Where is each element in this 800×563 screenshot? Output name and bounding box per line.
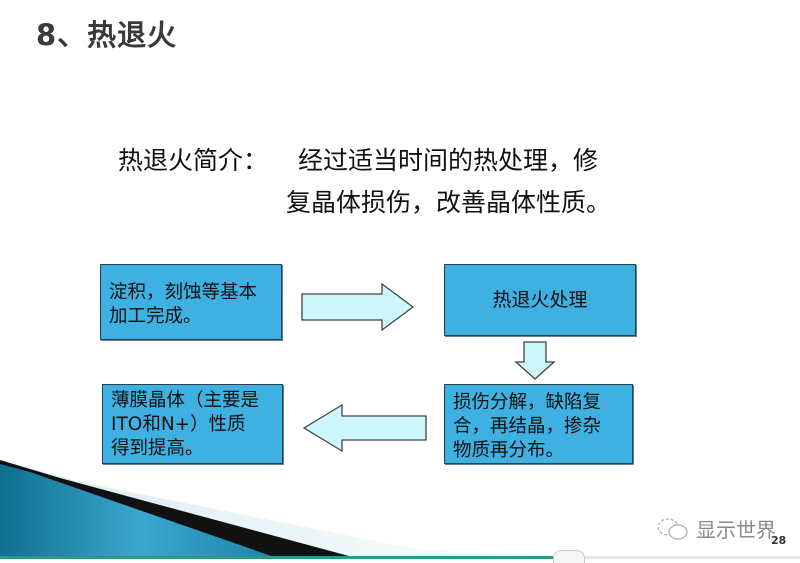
watermark-text: 显示世界 — [696, 518, 776, 542]
watermark: 显示世界 — [656, 514, 776, 543]
flow-box-annealing: 热退火处理 — [444, 264, 636, 336]
intro-label: 热退火简介： — [118, 146, 269, 175]
arrow-right-icon — [300, 282, 416, 332]
box-line: 薄膜晶体（主要是 — [111, 390, 260, 411]
intro-text: 热退火简介： 经过适当时间的热处理，修 复晶体损伤，改善晶体性质。 — [118, 140, 678, 224]
flow-box-damage-repair: 损伤分解，缺陷复 合，再结晶，掺杂 物质再分布。 — [444, 384, 633, 464]
box-line: 热退火处理 — [492, 289, 588, 311]
wechat-icon — [657, 517, 688, 540]
slide-footer-decoration — [0, 460, 800, 559]
page-number: 28 — [771, 534, 787, 547]
box-line: 合，再结晶，掺杂 — [453, 416, 602, 437]
box-line: 物质再分布。 — [453, 440, 565, 461]
slide-title: 8、热退火 — [36, 18, 178, 52]
box-line: 得到提高。 — [111, 438, 204, 459]
arrow-left-icon — [302, 403, 428, 453]
box-line: 淀积，刻蚀等基本 — [109, 282, 258, 303]
box-line: ITO和N+）性质 — [111, 414, 246, 435]
intro-line-2: 复晶体损伤，改善晶体性质。 — [286, 188, 612, 217]
box-line: 损伤分解，缺陷复 — [453, 392, 602, 413]
arrow-down-icon — [514, 340, 556, 382]
flow-box-film-improved: 薄膜晶体（主要是 ITO和N+）性质 得到提高。 — [102, 384, 283, 464]
intro-line-1: 经过适当时间的热处理，修 — [298, 146, 599, 175]
slide-nav-handle[interactable] — [553, 550, 585, 563]
box-line: 加工完成。 — [109, 306, 202, 327]
flow-box-deposition: 淀积，刻蚀等基本 加工完成。 — [100, 264, 282, 340]
